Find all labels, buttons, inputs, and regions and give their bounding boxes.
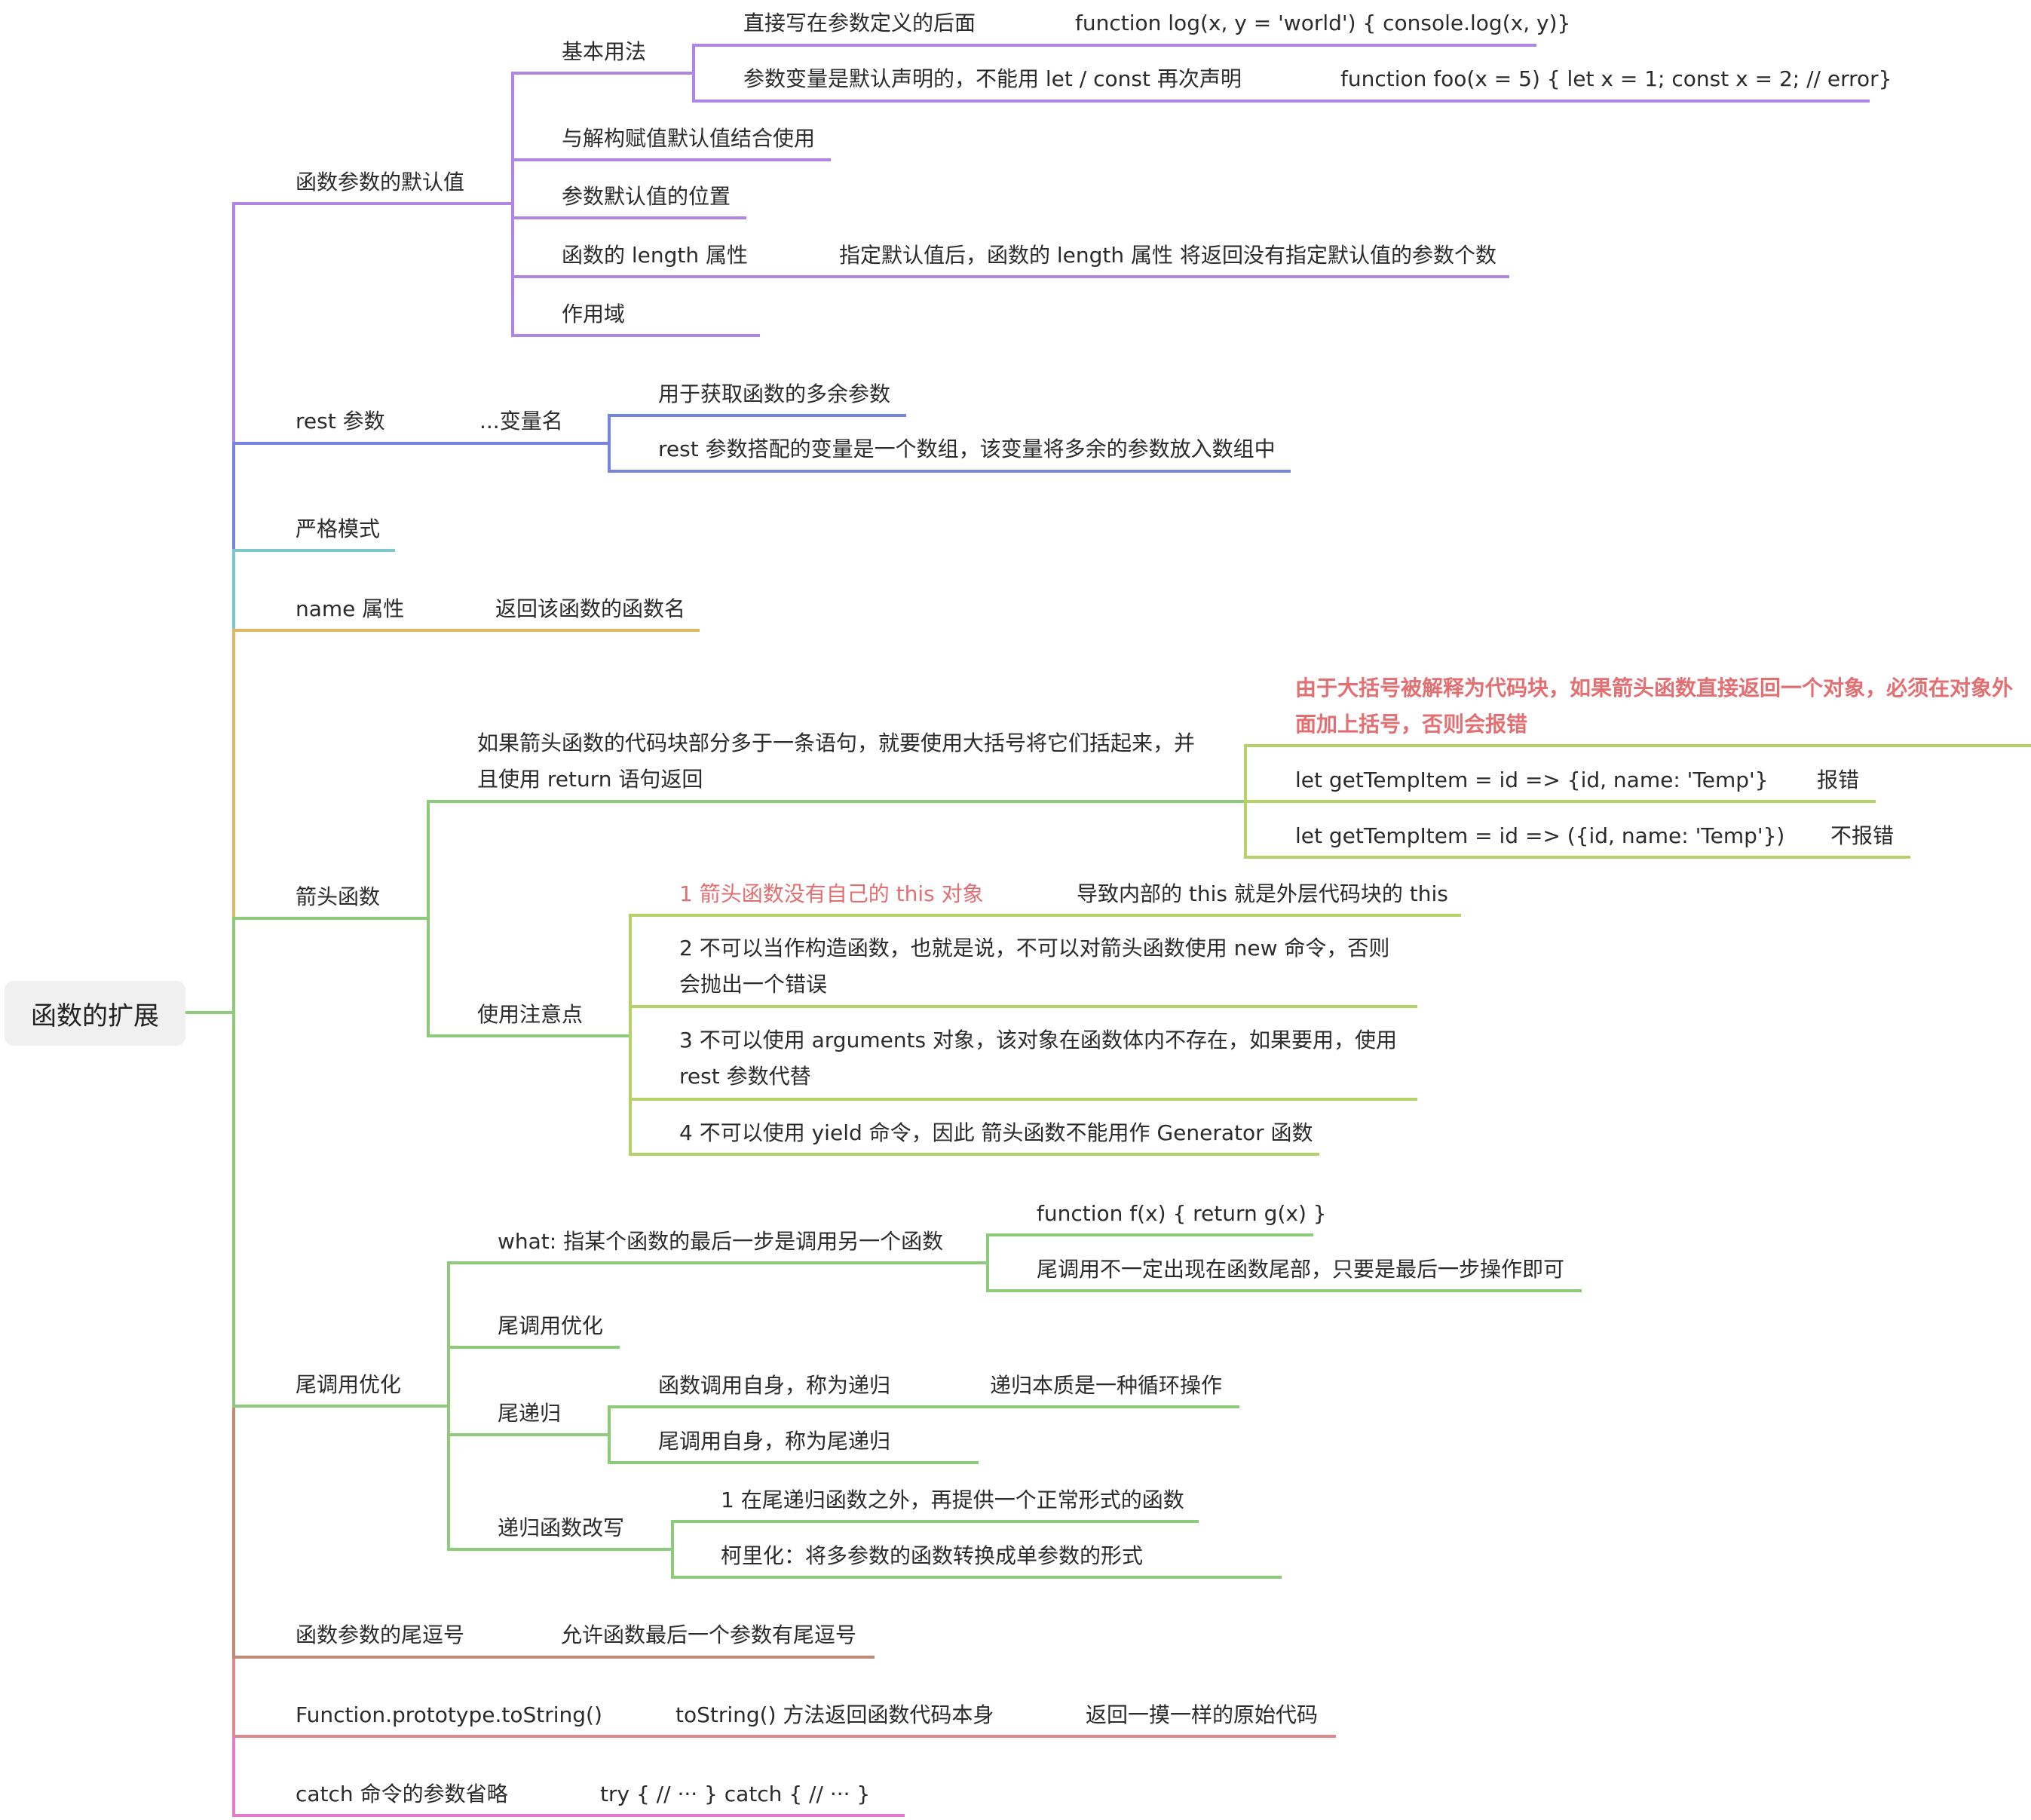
topic-rest-params[interactable]: rest 参数 xyxy=(296,409,385,434)
topic-arrow-bad-result[interactable]: 报错 xyxy=(1817,768,1860,792)
topic-tostring[interactable]: Function.prototype.toString() xyxy=(296,1702,602,1727)
topic-tail-rewrite[interactable]: 递归函数改写 xyxy=(498,1515,625,1540)
topic-default-position[interactable]: 参数默认值的位置 xyxy=(562,184,731,209)
topic-catch-omit[interactable]: catch 命令的参数省略 xyxy=(296,1782,508,1806)
topic-arrow-bad-code[interactable]: let getTempItem = id => {id, name: 'Temp… xyxy=(1295,768,1769,792)
topic-rest-item1[interactable]: 用于获取函数的多余参数 xyxy=(658,381,891,406)
topic-strict-mode[interactable]: 严格模式 xyxy=(296,516,381,541)
topic-arrow-note3[interactable]: 3 不可以使用 arguments 对象，该对象在函数体内不存在，如果要用，使用… xyxy=(679,1028,1398,1089)
topic-trailing-comma[interactable]: 函数参数的尾逗号 xyxy=(296,1622,465,1647)
topic-tail-rec-self-note[interactable]: 递归本质是一种循环操作 xyxy=(990,1373,1223,1398)
topic-length-detail[interactable]: 指定默认值后，函数的 length 属性 将返回没有指定默认值的参数个数 xyxy=(839,243,1496,268)
topic-basic-item1-code[interactable]: function log(x, y = 'world') { console.l… xyxy=(1075,11,1571,35)
topic-arrow-block[interactable]: 如果箭头函数的代码块部分多于一条语句，就要使用大括号将它们括起来，并且使用 re… xyxy=(477,731,1196,792)
topic-arrow-function[interactable]: 箭头函数 xyxy=(296,884,381,909)
topic-length-property[interactable]: 函数的 length 属性 xyxy=(562,243,749,268)
topic-arrow-note1-detail[interactable]: 导致内部的 this 就是外层代码块的 this xyxy=(1077,881,1448,906)
topic-tail-rewrite-2[interactable]: 柯里化：将多参数的函数转换成单参数的形式 xyxy=(721,1543,1144,1568)
topic-tostring-detail[interactable]: toString() 方法返回函数代码本身 xyxy=(675,1702,994,1727)
topic-tail-what-code[interactable]: function f(x) { return g(x) } xyxy=(1037,1201,1327,1226)
topic-name-property[interactable]: name 属性 xyxy=(296,596,405,621)
topic-rest-item2[interactable]: rest 参数搭配的变量是一个数组，该变量将多余的参数放入数组中 xyxy=(658,437,1276,461)
topic-tail-recursion[interactable]: 尾递归 xyxy=(498,1401,562,1426)
topic-scope[interactable]: 作用域 xyxy=(562,302,626,326)
topic-destructure[interactable]: 与解构赋值默认值结合使用 xyxy=(562,126,816,151)
topic-basic-usage[interactable]: 基本用法 xyxy=(562,39,647,64)
topic-name-detail[interactable]: 返回该函数的函数名 xyxy=(495,596,686,621)
topic-tail-what-note[interactable]: 尾调用不一定出现在函数尾部，只要是最后一步操作即可 xyxy=(1037,1257,1565,1282)
root-topic[interactable]: 函数的扩展 xyxy=(5,981,185,1046)
topic-tostring-detail2[interactable]: 返回一摸一样的原始代码 xyxy=(1086,1702,1319,1727)
topic-basic-item2[interactable]: 参数变量是默认声明的，不能用 let / const 再次声明 xyxy=(743,66,1242,91)
topic-trailing-comma-detail[interactable]: 允许函数最后一个参数有尾逗号 xyxy=(561,1622,857,1647)
topic-basic-item2-code[interactable]: function foo(x = 5) { let x = 1; const x… xyxy=(1340,66,1892,91)
topic-arrow-notes[interactable]: 使用注意点 xyxy=(477,1002,584,1027)
topic-basic-item1[interactable]: 直接写在参数定义的后面 xyxy=(743,11,976,35)
topic-arrow-note4[interactable]: 4 不可以使用 yield 命令，因此 箭头函数不能用作 Generator 函… xyxy=(679,1120,1313,1145)
topic-catch-code[interactable]: try { // ··· } catch { // ··· } xyxy=(600,1782,871,1806)
topic-tail-what[interactable]: what: 指某个函数的最后一步是调用另一个函数 xyxy=(498,1229,944,1254)
topic-rest-syntax[interactable]: ...变量名 xyxy=(479,409,563,434)
topic-arrow-note1[interactable]: 1 箭头函数没有自己的 this 对象 xyxy=(679,881,984,906)
topic-tail-optimize[interactable]: 尾调用优化 xyxy=(498,1313,604,1338)
topic-default-params[interactable]: 函数参数的默认值 xyxy=(296,170,465,195)
topic-arrow-note2[interactable]: 2 不可以当作构造函数，也就是说，不可以对箭头函数使用 new 命令，否则会抛出… xyxy=(679,936,1390,997)
topic-tail-rec-self[interactable]: 函数调用自身，称为递归 xyxy=(658,1373,891,1398)
topic-tail-rewrite-1[interactable]: 1 在尾递归函数之外，再提供一个正常形式的函数 xyxy=(721,1488,1184,1512)
topic-arrow-warning[interactable]: 由于大括号被解释为代码块，如果箭头函数直接返回一个对象，必须在对象外面加上括号，… xyxy=(1295,676,2014,737)
topic-arrow-good-code[interactable]: let getTempItem = id => ({id, name: 'Tem… xyxy=(1295,823,1785,848)
topic-tail-call[interactable]: 尾调用优化 xyxy=(296,1372,402,1397)
topic-arrow-good-result[interactable]: 不报错 xyxy=(1830,823,1895,848)
topic-tail-rec-tail[interactable]: 尾调用自身，称为尾递归 xyxy=(658,1429,891,1454)
